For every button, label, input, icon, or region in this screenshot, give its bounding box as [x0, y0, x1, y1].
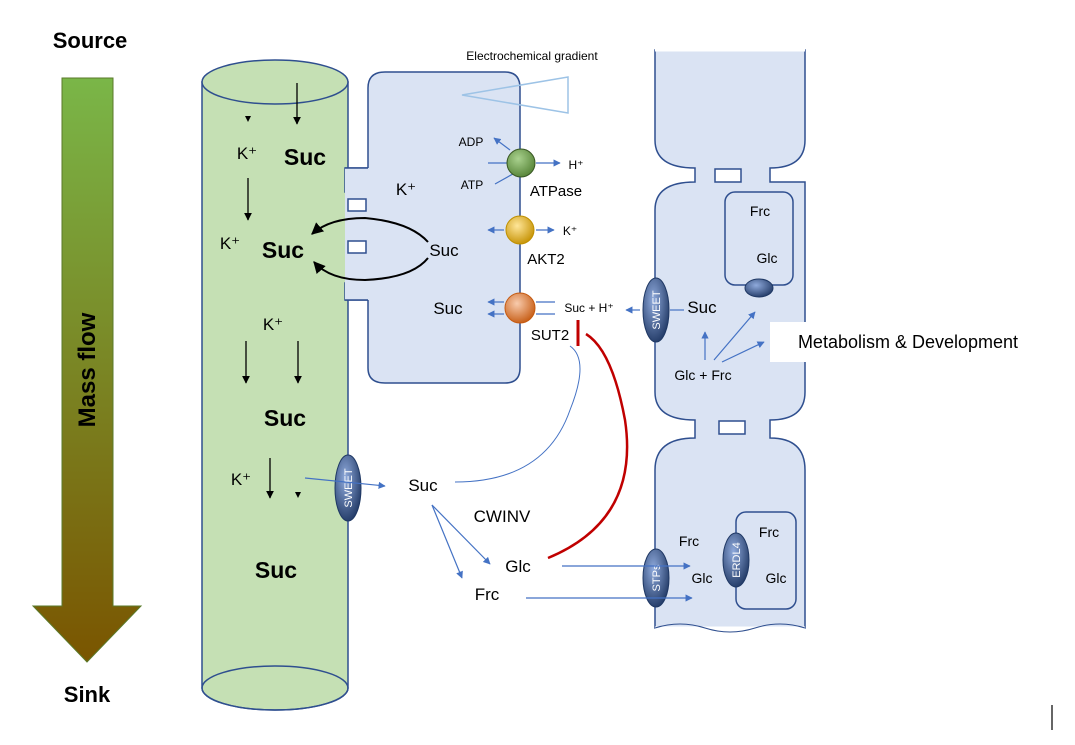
- k-ion-label: K⁺: [220, 234, 240, 253]
- erdl4-label: ERDL4: [731, 542, 743, 577]
- adp-label: ADP: [459, 135, 484, 149]
- glucose-inhibition-line: [547, 332, 629, 560]
- sucrose-label: Suc: [264, 405, 306, 431]
- glucose-label: Glc: [505, 557, 531, 576]
- plasmodesma-pore: [347, 198, 367, 212]
- sweet-label: SWEET: [651, 290, 663, 329]
- k-ion-label: K⁺: [563, 224, 577, 238]
- sucrose-label: Suc: [687, 298, 717, 317]
- sucrose-label: Suc: [408, 476, 438, 495]
- mass-flow-arrow: Source Mass flow Sink: [31, 28, 143, 707]
- h-ion-label: H⁺: [569, 158, 584, 172]
- sut2-transporter: Suc + H⁺ SUT2: [487, 292, 614, 344]
- suc-h-label: Suc + H⁺: [564, 301, 613, 315]
- cwinv-label: CWINV: [474, 507, 531, 526]
- sieve-tube-bottom: [201, 665, 349, 711]
- glucose-label: Glc: [692, 570, 713, 586]
- sucrose-label: Suc: [433, 299, 463, 318]
- vacuole-transporter: [744, 278, 774, 298]
- sut2-label: SUT2: [531, 327, 569, 344]
- gradient-wedge-icon: [461, 76, 569, 114]
- plasmodesma-pore: [714, 168, 742, 183]
- sucrose-cycle-arrow: [311, 216, 429, 243]
- atp-label: ATP: [461, 178, 483, 192]
- apoplast: Suc CWINV Glc Frc: [304, 320, 693, 604]
- k-ion-label: K⁺: [263, 315, 283, 334]
- companion-cell-contents: K⁺ Suc Suc ADP ATP H⁺ ATPase K⁺ AKT2: [311, 135, 614, 344]
- sink-sweet-transporter: SWEET: [642, 277, 670, 343]
- mass-flow-arrow-shape: [31, 77, 143, 663]
- sucrose-label: Suc: [262, 237, 304, 263]
- sucrose-label: Suc: [284, 144, 326, 170]
- fructose-label: Frc: [759, 524, 779, 540]
- k-ion-label: K⁺: [396, 180, 416, 199]
- sucrose-label: Suc: [255, 557, 297, 583]
- glucose-label: Glc: [766, 570, 787, 586]
- sucrose-label: Suc: [429, 241, 459, 260]
- akt2-channel: K⁺ AKT2: [487, 215, 577, 268]
- plasmodesma-pore: [718, 420, 746, 435]
- sieve-tube-body: [201, 81, 349, 711]
- atpase-pump: ADP ATP H⁺ ATPase: [459, 135, 584, 200]
- source-label: Source: [53, 28, 128, 53]
- sucrose-cycle-arrow: [313, 257, 429, 282]
- sweet-label: SWEET: [343, 468, 355, 507]
- metabolism-box: [770, 322, 1040, 362]
- k-ion-label: K⁺: [237, 144, 257, 163]
- k-ion-label: K⁺: [231, 470, 251, 489]
- hexoses-label: Glc + Frc: [674, 367, 731, 383]
- companion-cell: Electrochemical gradient: [344, 49, 598, 384]
- atpase-label: ATPase: [530, 183, 582, 200]
- electrochemical-gradient-label: Electrochemical gradient: [466, 49, 598, 63]
- glucose-label: Glc: [757, 250, 778, 266]
- plasmodesma-pore: [347, 240, 367, 254]
- akt2-label: AKT2: [527, 251, 565, 268]
- erdl4-transporter: ERDL4: [722, 532, 750, 588]
- fructose-label: Frc: [750, 203, 770, 219]
- stps-label: STPs: [651, 564, 663, 591]
- sieve-tube-top: [201, 59, 349, 105]
- companion-cell-body: [344, 71, 521, 384]
- fructose-label: Frc: [679, 533, 699, 549]
- sieve-tube-sweet-transporter: SWEET: [334, 454, 362, 522]
- sink-label: Sink: [64, 682, 111, 707]
- stps-transporter: STPs: [642, 548, 670, 608]
- metabolism-label: Metabolism & Development: [798, 332, 1018, 352]
- fructose-label: Frc: [475, 585, 500, 604]
- sink-cells: Frc Glc SWEET Suc Glc + Frc Metabolism &…: [625, 48, 1040, 633]
- mass-flow-label: Mass flow: [74, 312, 101, 427]
- sieve-tube: K⁺ K⁺ K⁺ K⁺ Suc Suc Suc Suc SWEET: [201, 59, 371, 711]
